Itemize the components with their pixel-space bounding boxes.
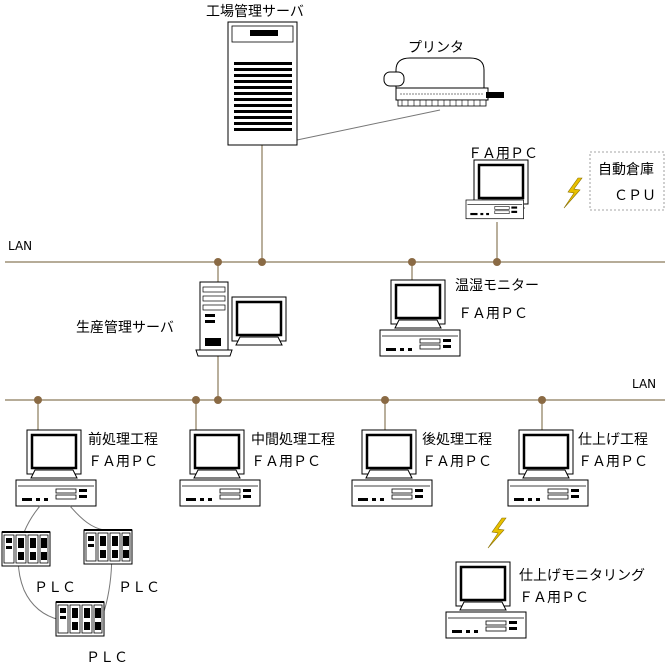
factory-server-label: 工場管理サーバ [206,4,304,20]
mid-process-monitor [188,428,246,480]
finish-process-label: 仕上げ工程 [578,432,648,448]
humidity-pc-base [379,329,461,357]
printer-link [296,109,441,141]
auto-warehouse-cpu-label: ＣＰＵ [614,188,656,204]
pre-process-base [15,479,97,507]
finish-process-base [507,479,589,507]
pre-process-monitor [25,428,83,480]
lan-nodes [34,258,546,404]
production-server-monitor [230,295,288,347]
printer-icon [383,57,504,107]
finish-monitor-base [445,611,527,639]
mid-process-pc-label: ＦＡ用ＰＣ [251,454,321,470]
finish-monitor-pc-label: ＦＡ用ＰＣ [519,590,589,606]
mid-process-label: 中間処理工程 [251,432,335,448]
warehouse-wireless-bolt-icon [563,177,583,209]
finish-process-monitor [517,428,575,480]
lan-lower-label: LAN [632,377,656,391]
post-process-base [351,479,433,507]
post-process-monitor [360,428,418,480]
humidity-pc-monitor [389,278,447,330]
auto-warehouse-label: 自動倉庫 [598,161,654,178]
fa-pc-top-base [465,199,524,220]
post-process-label: 後処理工程 [422,432,492,448]
production-server-label: 生産管理サーバ [76,320,174,336]
printer-label: プリンタ [408,40,464,56]
lan-upper-label: LAN [8,239,32,253]
plc-1-label: ＰＬＣ [34,580,76,596]
pre-process-label: 前処理工程 [88,431,158,448]
pre-process-pc-label: ＦＡ用ＰＣ [88,454,158,470]
humidity-monitor-label: 温湿モニター [455,278,539,294]
plc-3-label: ＰＬＣ [86,650,128,666]
auto-warehouse-box [589,151,665,211]
humidity-monitor-pc-label: ＦＡ用ＰＣ [458,306,528,322]
finish-monitor-label: 仕上げモニタリング [519,568,645,584]
plc-1-icon [1,531,51,567]
finish-process-pc-label: ＦＡ用ＰＣ [578,454,648,470]
plc-3-icon [55,601,105,637]
mid-process-base [179,479,261,507]
post-process-pc-label: ＦＡ用ＰＣ [422,454,492,470]
plc-cable-left [17,505,61,621]
factory-server-icon [227,21,298,146]
fa-pc-top-label: ＦＡ用ＰＣ [468,146,538,162]
finish-monitor-monitor [454,560,512,612]
plc-2-label: ＰＬＣ [118,580,160,596]
production-server-tower-icon [195,281,233,357]
plc-2-icon [83,529,133,565]
finish-wireless-bolt-icon [487,517,507,549]
